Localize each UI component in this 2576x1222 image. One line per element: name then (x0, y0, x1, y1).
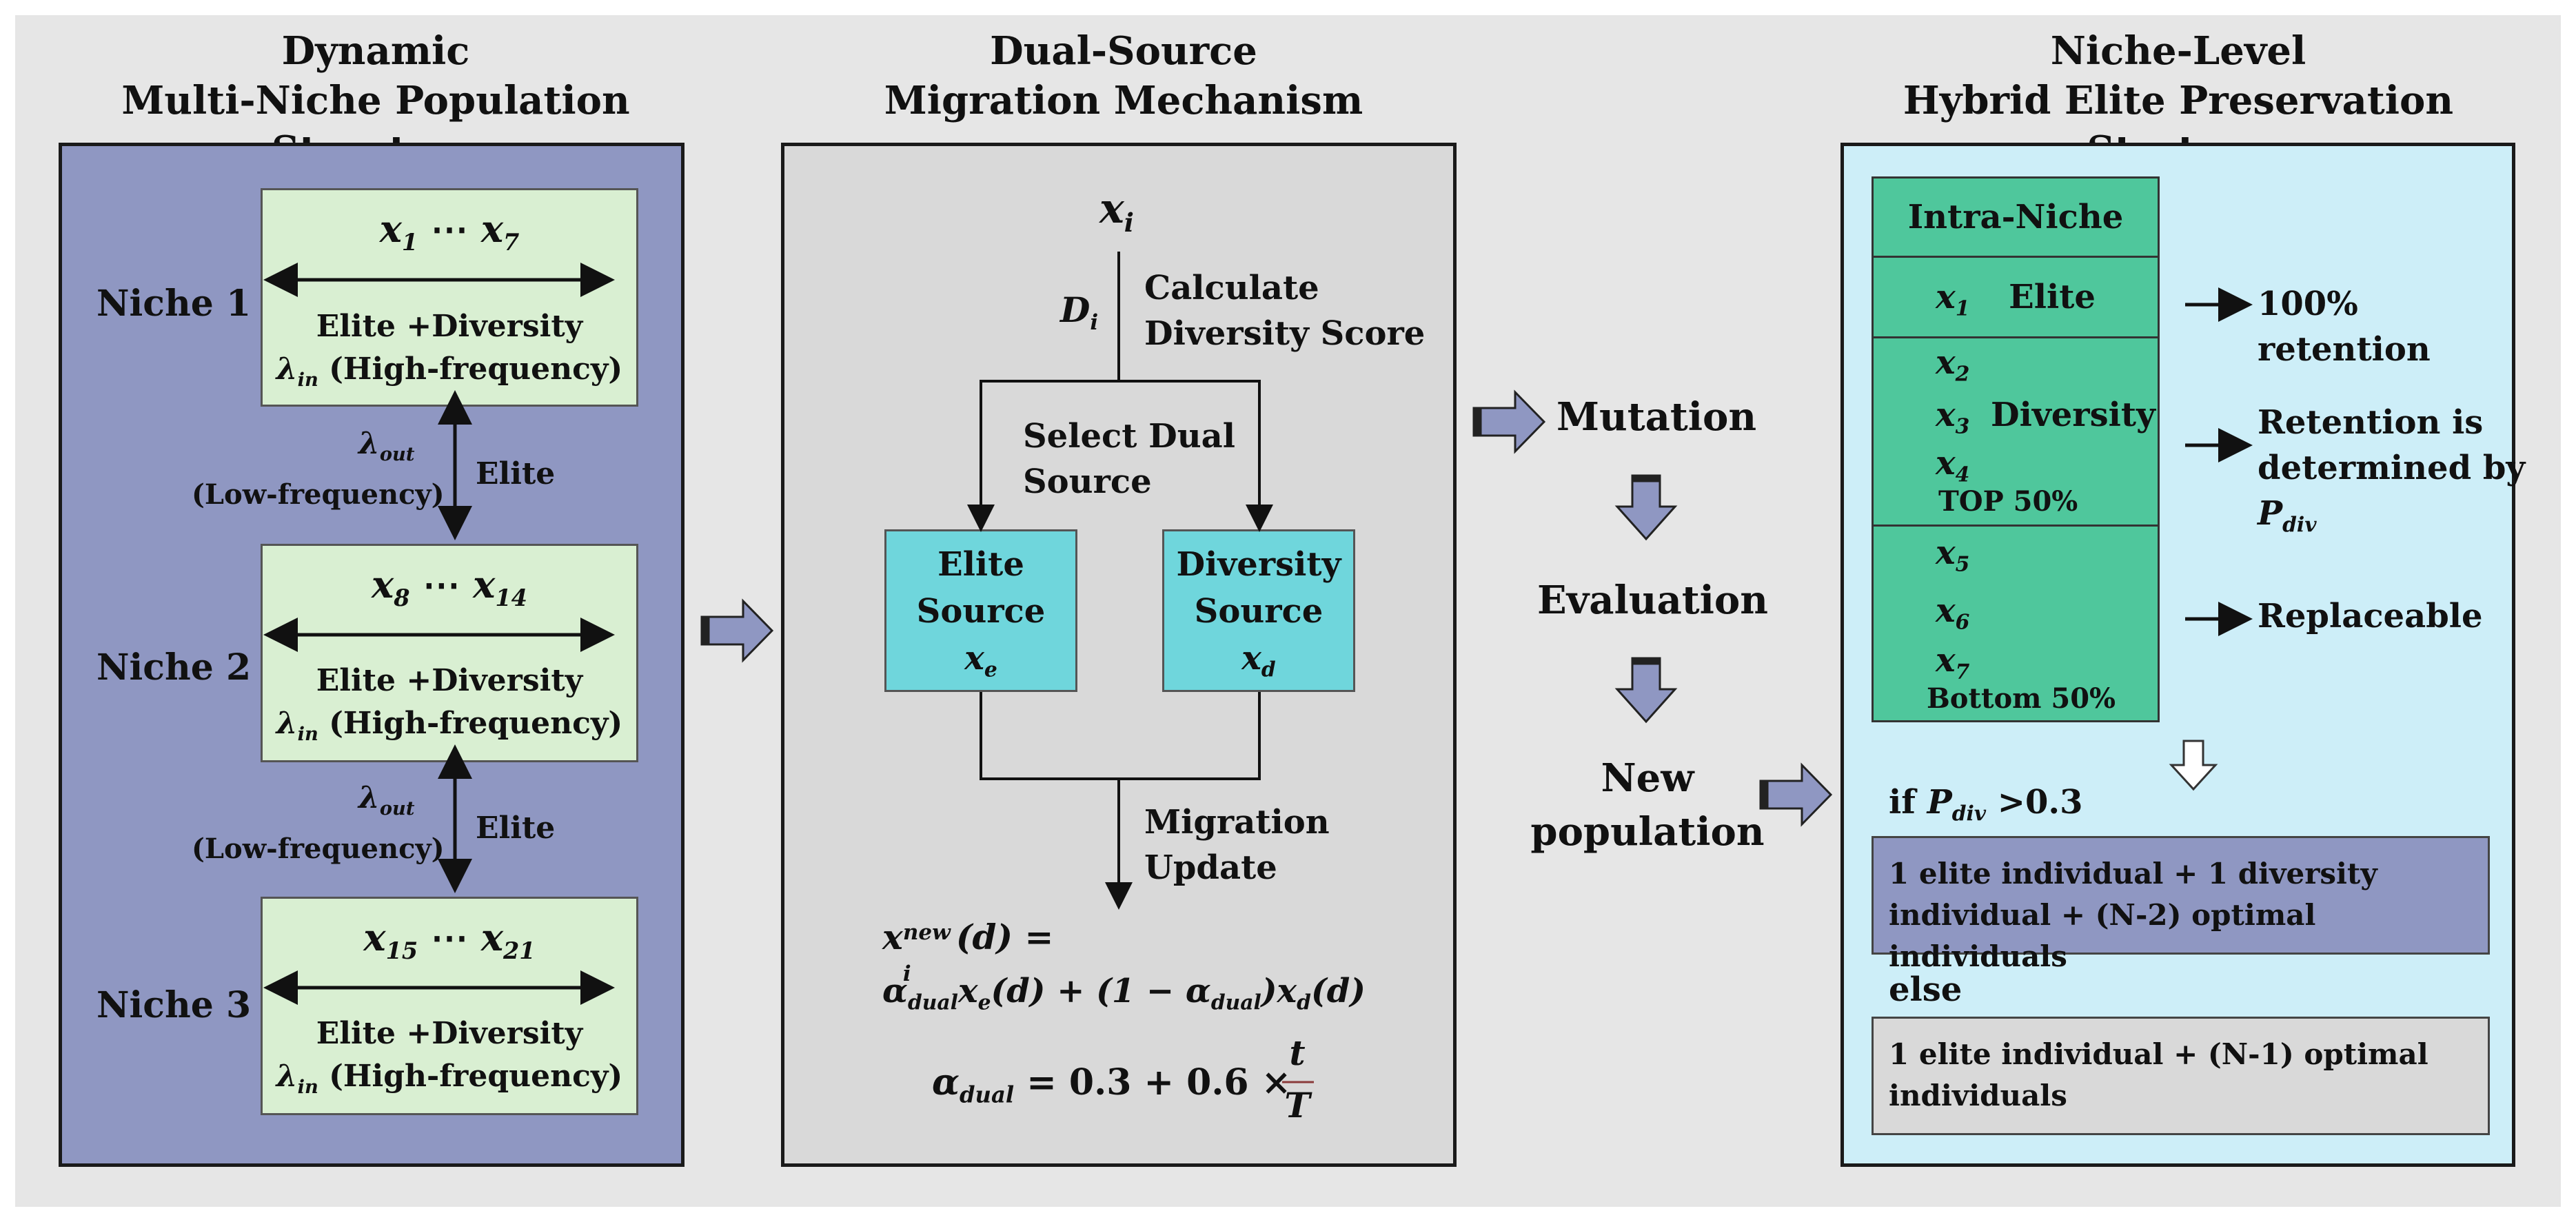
di-label: Di (1060, 289, 1099, 335)
niche3-label: Niche 3 (97, 984, 252, 1026)
split-lines (980, 380, 1261, 527)
panel2-title: Dual-Source Migration Mechanism (779, 26, 1468, 125)
block-arrow-mutation (1472, 389, 1546, 454)
fraction-numerator: t (1289, 1032, 1306, 1073)
link1-lambda: λout (358, 426, 415, 465)
niche1-range: x1 ⋯ x7 (379, 207, 520, 256)
block-arrow-to-panel3 (1759, 762, 1833, 827)
row2-note: TOP 50% (1938, 485, 2078, 518)
row3-var-3: x7 (1936, 641, 1970, 684)
link1-freq: (Low-frequency) (192, 478, 445, 511)
panel2-title-line1: Dual-Source (990, 28, 1257, 74)
row3-var-1: x5 (1936, 533, 1970, 577)
niche3-lambda-line: λin (High-frequency) (276, 1059, 623, 1098)
merge-lines (980, 692, 1261, 780)
diversity-source-box: Diversity Source xd (1162, 529, 1355, 692)
niche3-range: x15 ⋯ x21 (363, 915, 536, 964)
niche2-line1: Elite +Diversity (316, 663, 583, 698)
equation-line3: αdual = 0.3 + 0.6 × (932, 1061, 1292, 1108)
condition-if: if Pdiv >0.3 (1889, 783, 2083, 826)
panel1-title: Dynamic Multi-Niche Population Structure (28, 26, 724, 175)
link2-label: Elite (476, 811, 556, 846)
row2-var-1: x2 (1936, 343, 1970, 387)
table-header-cell: Intra-Niche (1872, 176, 2160, 258)
niche2-label: Niche 2 (97, 646, 252, 689)
panel3-title-line1: Niche-Level (2050, 28, 2306, 74)
table-row-replaceable (1872, 525, 2160, 722)
select-text: Select Dual Source (1023, 417, 1235, 501)
table-row-diversity (1872, 336, 2160, 527)
new-population-label: New population (1530, 755, 1765, 855)
niche2-lambda-line: λin (High-frequency) (276, 706, 623, 745)
migration-update-text: Migration Update (1144, 803, 1330, 887)
niche1-line1: Elite +Diversity (316, 309, 583, 344)
strategy-box-1: 1 elite individual + 1 diversity individ… (1872, 836, 2490, 973)
evaluation-label: Evaluation (1537, 578, 1768, 623)
row2-var-2: x3 (1936, 396, 1970, 439)
retention-2: Retention is determined by Pdiv (2258, 403, 2526, 538)
mutation-label: Mutation (1556, 394, 1757, 440)
retention-3: Replaceable (2258, 597, 2483, 635)
fraction-denominator: T (1284, 1085, 1310, 1126)
calc-text: Calculate Diversity Score (1144, 269, 1426, 353)
niche2-range: x8 ⋯ x14 (372, 562, 527, 611)
condition-else: else (1889, 970, 1963, 1009)
row2-var-3: x4 (1936, 444, 1970, 487)
niche1-label: Niche 1 (97, 283, 252, 325)
row3-var-2: x6 (1936, 591, 1970, 635)
equation-line2: αdualxe(d) + (1 − αdual)xd(d) (882, 972, 1366, 1015)
niche3-line1: Elite +Diversity (316, 1016, 583, 1051)
link1-label: Elite (476, 456, 556, 491)
link2-lambda: λout (358, 780, 415, 819)
xi-label: xi (1099, 185, 1134, 238)
niche3-box (261, 897, 638, 1115)
block-arrow-newpop (1614, 657, 1678, 724)
row2-label: Diversity (1991, 396, 2156, 434)
row3-note: Bottom 50% (1927, 682, 2116, 715)
retention-1: 100% retention (2258, 285, 2431, 369)
block-arrow-1 (700, 598, 774, 663)
table-row-elite: x1 Elite (1872, 256, 2160, 338)
niche1-lambda-line: λin (High-frequency) (276, 352, 623, 391)
elite-source-box: Elite Source xe (884, 529, 1077, 692)
hollow-down-arrow (2169, 740, 2218, 791)
block-arrow-evaluation (1614, 474, 1678, 541)
panel2-title-line2: Migration Mechanism (884, 78, 1363, 123)
strategy-box-2: 1 elite individual + (N-1) optimal indiv… (1872, 1017, 2490, 1135)
panel1-title-line1: Dynamic (281, 28, 470, 74)
link2-freq: (Low-frequency) (192, 833, 445, 865)
